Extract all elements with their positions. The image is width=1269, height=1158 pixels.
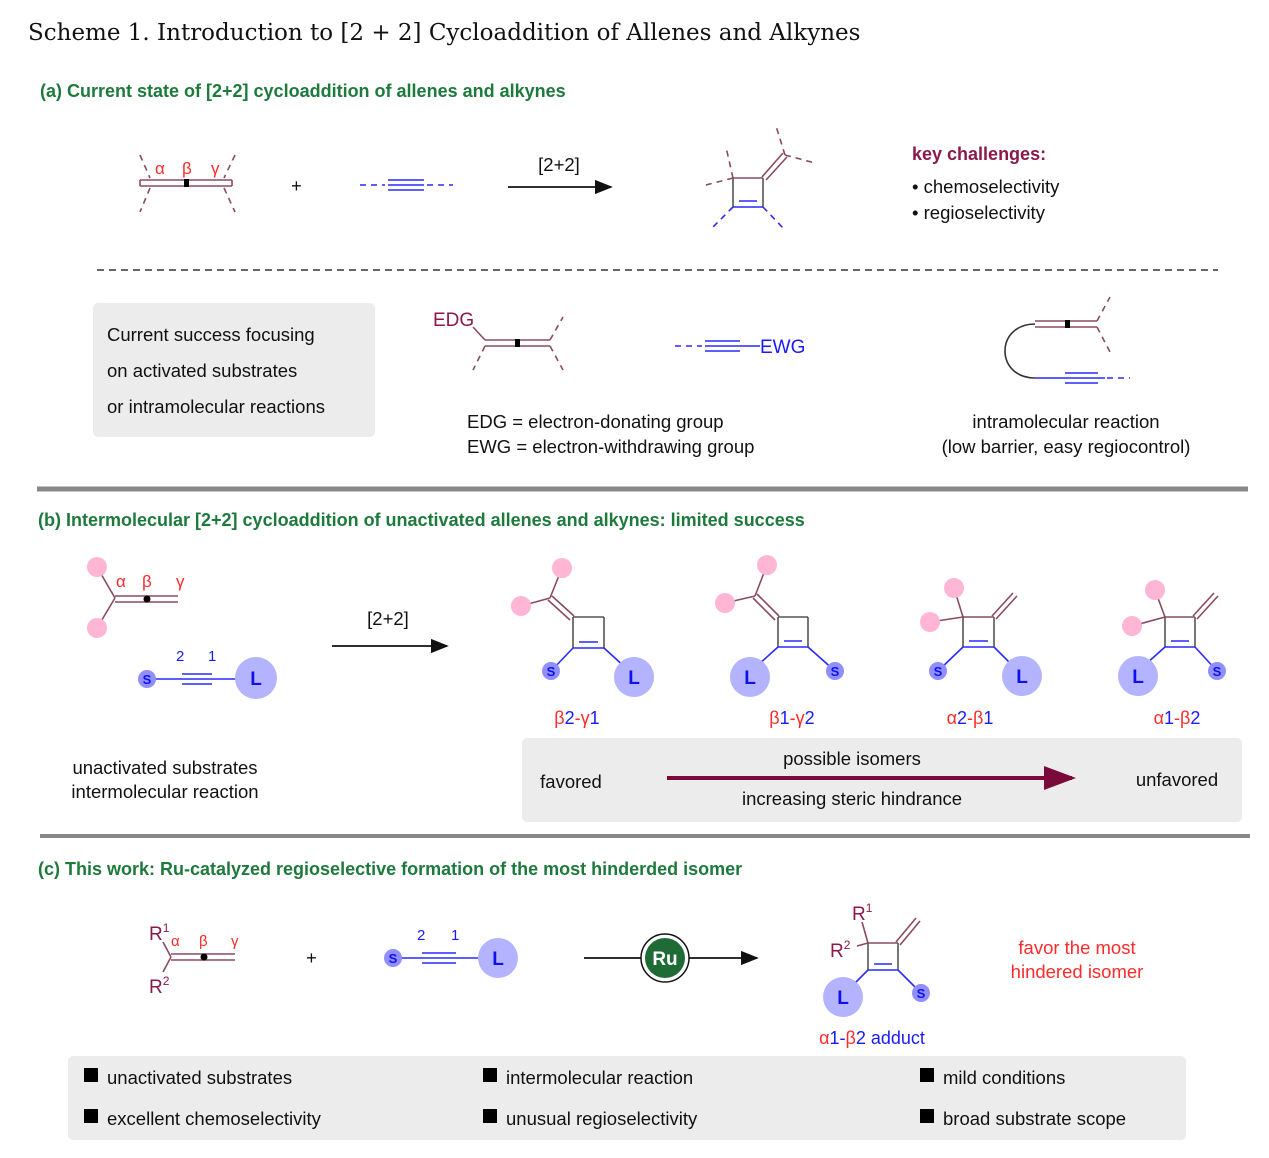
bullet-square-icon (483, 1068, 497, 1082)
feature-item: excellent chemoselectivity (107, 1108, 322, 1129)
generic-alkyne (360, 179, 453, 191)
r2-label: R2 (149, 974, 170, 998)
alpha1-beta2-adduct: R1 R2 L S α1-β2 adduct (819, 901, 930, 1048)
large-substituent: L (628, 668, 640, 689)
small-substituent: S (831, 664, 840, 679)
alpha-label: α (155, 159, 165, 178)
product-beta1-gamma2: L S β1-γ2 (715, 555, 844, 728)
large-substituent: L (837, 988, 849, 1009)
carbon-1-label: 1 (208, 648, 216, 665)
isomer-label: α2-β1 (947, 708, 994, 728)
small-substituent: S (143, 672, 152, 687)
edg-definition: EDG = electron-donating group (467, 411, 724, 432)
gamma-label: γ (176, 572, 185, 591)
r2-label: R2 (830, 938, 851, 962)
feature-item: intermolecular reaction (506, 1067, 693, 1088)
r1-label: R1 (149, 921, 170, 945)
product-alpha2-beta1: S L α2-β1 (920, 578, 1042, 728)
challenges-title: key challenges: (912, 144, 1046, 164)
favor-note: hindered isomer (1011, 961, 1144, 982)
large-substituent: L (1016, 667, 1028, 688)
scheme-title: Scheme 1. Introduction to [2 + 2] Cycloa… (28, 20, 860, 46)
bullet-square-icon (483, 1109, 497, 1123)
large-substituent: L (250, 669, 262, 690)
substrate-note: unactivated substrates (72, 757, 257, 778)
challenge-item: • regioselectivity (912, 202, 1046, 223)
bullet-square-icon (84, 1068, 98, 1082)
substrate-note: intermolecular reaction (71, 781, 258, 802)
large-substituent: L (1132, 667, 1144, 688)
carbon-2-label: 2 (176, 648, 184, 665)
generic-allene: α β γ (139, 154, 236, 213)
isomer-label: β2-γ1 (554, 708, 599, 728)
small-substituent: S (547, 664, 556, 679)
challenge-item: • chemoselectivity (912, 176, 1060, 197)
beta-label: β (199, 933, 208, 950)
large-substituent: L (492, 949, 504, 970)
substituted-allene: R1 R2 α β γ (149, 921, 239, 998)
possible-isomers-label: possible isomers (783, 748, 921, 769)
cyclobutene-product (701, 125, 816, 230)
steric-hindrance-label: increasing steric hindrance (742, 788, 962, 809)
small-substituent: S (1213, 664, 1222, 679)
edg-allene: EDG (433, 310, 564, 371)
product-alpha1-beta2: L S α1-β2 (1118, 580, 1226, 728)
box-line: or intramolecular reactions (107, 396, 325, 417)
r1-label: R1 (852, 901, 873, 925)
feature-item: mild conditions (943, 1067, 1065, 1088)
box-line: Current success focusing (107, 324, 315, 345)
isomer-label: β1-γ2 (769, 708, 814, 728)
small-substituent: S (389, 951, 398, 966)
section-a: (a) Current state of [2+2] cycloaddition… (40, 81, 1218, 457)
feature-item: unactivated substrates (107, 1067, 292, 1088)
section-b: (b) Intermolecular [2+2] cycloaddition o… (38, 510, 1242, 822)
unsymmetrical-alkyne: S L 2 1 (138, 648, 277, 699)
feature-item: unusual regioselectivity (506, 1108, 698, 1129)
adduct-label: α1-β2 adduct (819, 1028, 925, 1048)
section-b-heading: (b) Intermolecular [2+2] cycloaddition o… (38, 510, 805, 530)
ewg-label: EWG (760, 337, 805, 358)
bullet-square-icon (84, 1109, 98, 1123)
section-a-heading: (a) Current state of [2+2] cycloaddition… (40, 81, 566, 101)
unactivated-allene: α β γ (87, 557, 185, 638)
carbon-2-label: 2 (417, 927, 425, 944)
gamma-label: γ (211, 159, 220, 178)
product-beta2-gamma1: S L β2-γ1 (511, 558, 654, 728)
large-substituent: L (744, 668, 756, 689)
features-box (68, 1056, 1186, 1140)
plus-sign: + (291, 175, 302, 196)
section-c-heading: (c) This work: Ru-catalyzed regioselecti… (38, 859, 742, 879)
favor-note: favor the most (1018, 937, 1135, 958)
box-line: on activated substrates (107, 360, 297, 381)
intramolecular-label: intramolecular reaction (972, 411, 1159, 432)
small-substituent: S (934, 664, 943, 679)
arrow-label: [2+2] (367, 608, 409, 629)
intramolecular-tether (1004, 296, 1130, 384)
arrow-label: [2+2] (538, 154, 580, 175)
ewg-definition: EWG = electron-withdrawing group (467, 436, 754, 457)
bullet-square-icon (920, 1109, 934, 1123)
unfavored-label: unfavored (1136, 769, 1218, 790)
ewg-alkyne: EWG (675, 337, 805, 358)
favored-label: favored (540, 771, 602, 792)
gamma-label: γ (231, 933, 239, 950)
intramolecular-note: (low barrier, easy regiocontrol) (942, 436, 1191, 457)
edg-label: EDG (433, 310, 474, 331)
feature-item: broad substrate scope (943, 1108, 1126, 1129)
alpha-label: α (171, 933, 180, 950)
feature-list: unactivated substrates intermolecular re… (84, 1067, 1126, 1129)
isomer-label: α1-β2 (1154, 708, 1201, 728)
bullet-square-icon (920, 1068, 934, 1082)
current-success-box (93, 303, 375, 437)
small-substituent: S (917, 986, 926, 1001)
alpha-label: α (116, 572, 126, 591)
plus-sign: + (306, 947, 317, 968)
ru-catalyst-icon: Ru (640, 933, 690, 983)
section-c: (c) This work: Ru-catalyzed regioselecti… (38, 859, 1186, 1140)
unsymmetrical-alkyne: S L 2 1 (384, 927, 518, 978)
catalyst-label: Ru (652, 949, 677, 970)
beta-label: β (142, 572, 152, 591)
carbon-1-label: 1 (451, 927, 459, 944)
beta-label: β (182, 159, 192, 178)
